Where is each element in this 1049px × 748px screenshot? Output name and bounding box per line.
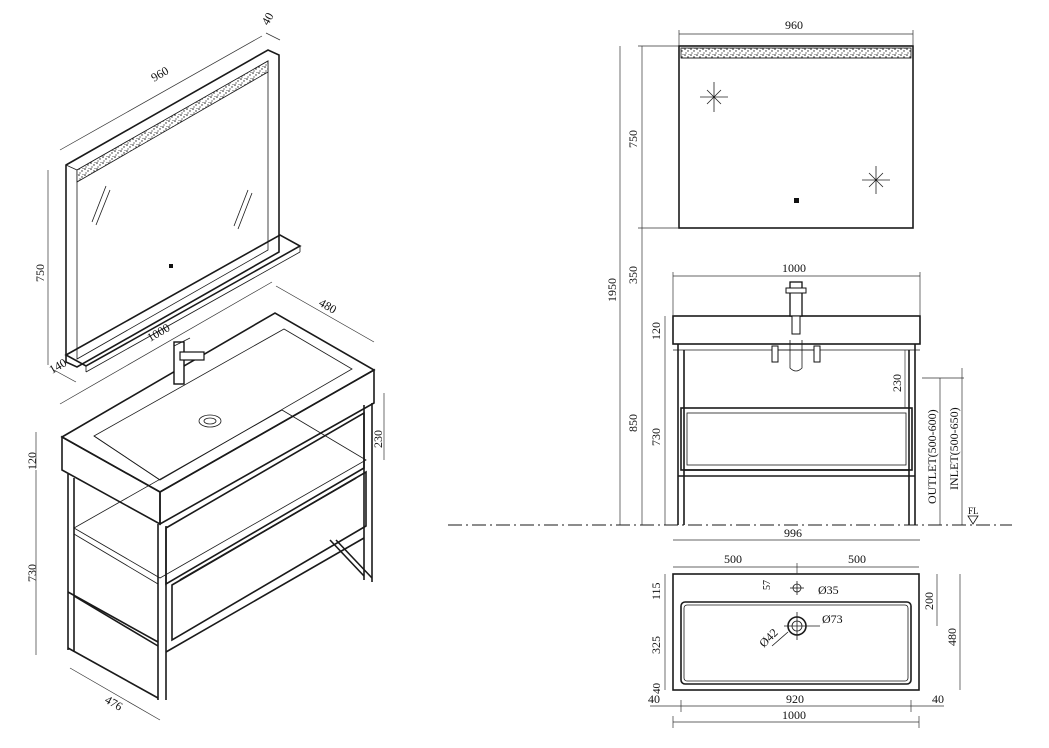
mirror-sensor-icon — [169, 264, 173, 268]
iso-top-height-label: 120 — [25, 452, 39, 470]
iso-frame-height-label: 730 — [25, 564, 39, 582]
iso-mirror-width-label: 960 — [149, 63, 172, 84]
plan-drain-label: Ø73 — [822, 612, 843, 626]
front-faucet-icon — [771, 281, 821, 372]
front-mirror-height-label: 750 — [626, 130, 640, 148]
floor-label: FL — [968, 506, 979, 516]
plan-bottom-margin-label: 40 — [651, 683, 663, 695]
inlet-range-label: INLET(500-650) — [947, 407, 961, 490]
front-mirror-width-label: 960 — [785, 18, 803, 32]
front-counter-height-label: 850 — [626, 414, 640, 432]
plan-top-margin-label: 115 — [649, 582, 663, 600]
mirror-sensor-icon — [794, 198, 799, 203]
plan-half-left-label: 500 — [724, 552, 742, 566]
iso-top-width-label: 1000 — [145, 320, 173, 344]
front-frame-height-label: 730 — [649, 428, 663, 446]
front-mirror — [678, 45, 914, 229]
iso-mirror-depth-label: 40 — [258, 10, 276, 27]
iso-mirror-height-label: 750 — [33, 264, 47, 282]
iso-faucet-icon — [173, 337, 205, 385]
iso-top-depth-label: 480 — [317, 295, 340, 316]
front-top-height-label: 120 — [649, 322, 663, 340]
front-top-width-label: 1000 — [782, 261, 806, 275]
floor-level-icon — [967, 515, 979, 525]
plan-left-margin-label: 40 — [648, 692, 660, 706]
front-vanity-top — [672, 315, 921, 525]
iso-frame-depth-label: 476 — [103, 692, 126, 713]
iso-drain-icon — [198, 414, 222, 428]
plan-side-depth-label: 200 — [922, 592, 936, 610]
plan-drain-icon — [771, 612, 820, 647]
plan-right-margin-label: 40 — [932, 692, 944, 706]
isometric-view: 960 40 750 140 1000 480 — [25, 10, 385, 721]
plan-drain-inner-label: Ø42 — [756, 626, 781, 651]
sparkle-icon — [700, 82, 890, 194]
plan-view: 500 500 57 Ø35 Ø73 Ø42 115 325 40 200 48… — [648, 552, 961, 728]
iso-frame — [67, 403, 373, 700]
plan-bowl-depth-label: 325 — [649, 636, 663, 654]
tap-hole-icon — [790, 581, 804, 595]
front-drawer — [680, 407, 913, 471]
front-drawer-height-label: 230 — [890, 374, 904, 392]
plan-tap-hole-label: Ø35 — [818, 583, 839, 597]
plan-total-depth-label: 480 — [945, 628, 959, 646]
front-total-height-label: 1950 — [605, 278, 619, 302]
iso-vanity-top — [60, 312, 376, 526]
plan-half-right-label: 500 — [848, 552, 866, 566]
front-elevation: 960 750 1950 350 — [448, 18, 1012, 541]
plan-tap-offset-label: 57 — [762, 580, 773, 590]
front-gap-height-label: 350 — [626, 266, 640, 284]
plan-bowl-width-label: 920 — [786, 692, 804, 706]
iso-mirror — [64, 49, 302, 373]
front-base-width-label: 996 — [784, 526, 802, 540]
iso-drawer-height-label: 230 — [371, 430, 385, 448]
plan-total-width-label: 1000 — [782, 708, 806, 722]
outlet-range-label: OUTLET(500-600) — [925, 409, 939, 504]
